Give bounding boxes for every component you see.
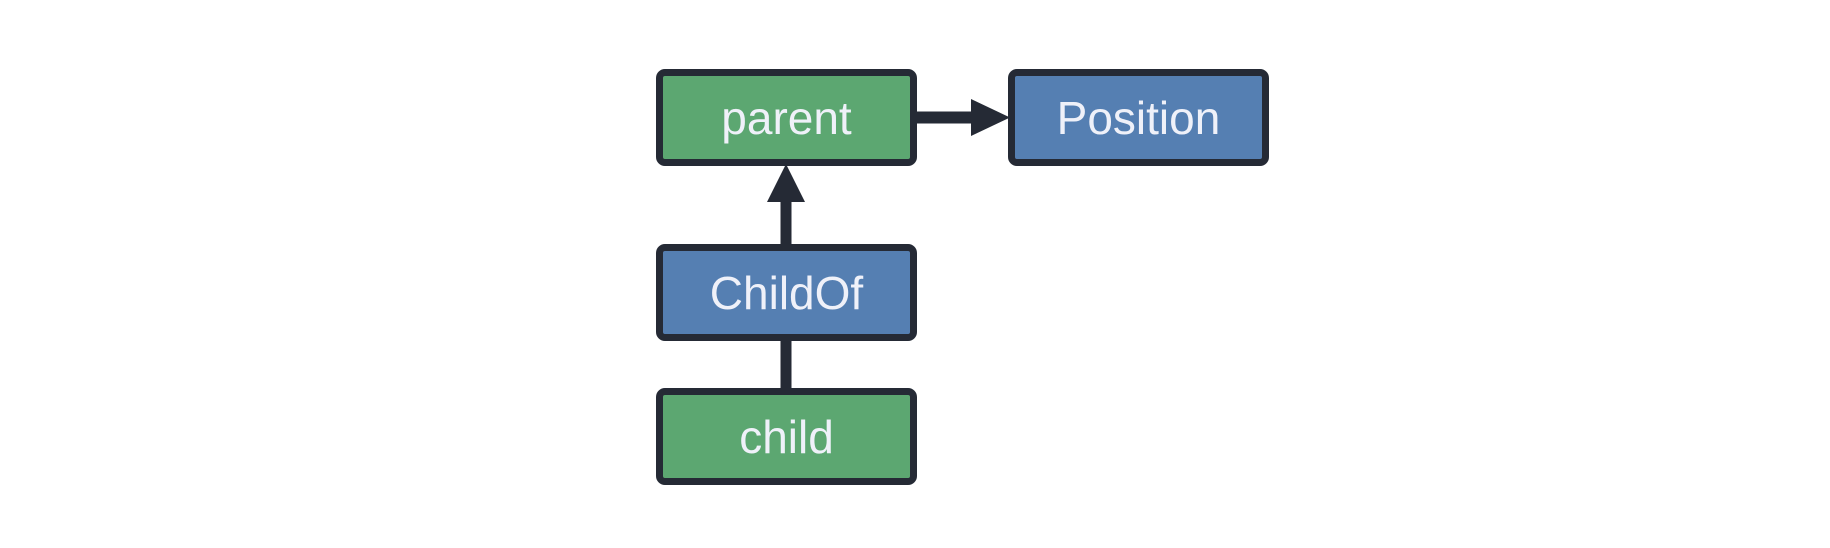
node-childof: ChildOf [656, 244, 917, 341]
node-position-label: Position [1056, 91, 1221, 144]
node-child-label: child [739, 410, 834, 463]
node-parent: parent [656, 69, 917, 166]
node-parent-label: parent [721, 91, 852, 144]
node-childof-label: ChildOf [709, 266, 864, 319]
edge-childof-to-parent-arrowhead-icon [767, 164, 805, 202]
edge-parent-to-position-shaft [915, 111, 973, 124]
edge-parent-to-position-arrowhead-icon [971, 99, 1010, 136]
node-position: Position [1008, 69, 1269, 166]
edge-childof-to-parent-shaft [780, 201, 792, 247]
edge-child-to-childof-line [780, 339, 792, 391]
node-child: child [656, 388, 917, 485]
